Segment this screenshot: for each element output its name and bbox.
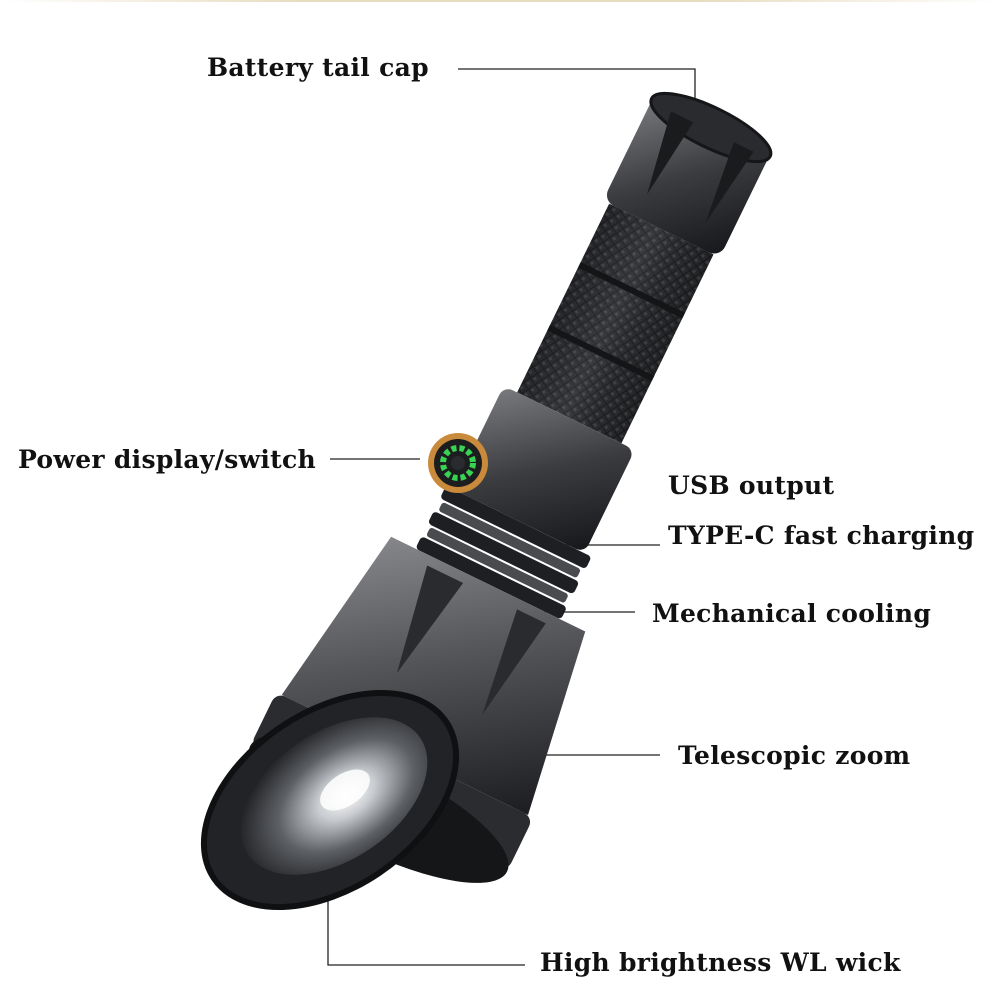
label-usb-output: USB output <box>668 471 835 500</box>
flashlight-body <box>416 91 773 619</box>
label-type-c-fast-charging: TYPE-C fast charging <box>668 521 975 550</box>
bezel <box>200 689 460 911</box>
cooling-fins <box>416 487 591 619</box>
label-telescopic-zoom: Telescopic zoom <box>678 741 911 770</box>
label-high-brightness-wick: High brightness WL wick <box>540 948 901 977</box>
label-power-display-switch: Power display/switch <box>18 445 317 474</box>
power-switch-button[interactable] <box>428 433 488 493</box>
label-battery-tail-cap: Battery tail cap <box>207 53 429 82</box>
label-mechanical-cooling: Mechanical cooling <box>652 599 932 628</box>
top-border-line <box>0 0 1000 2</box>
switch-collar <box>456 389 632 550</box>
power-indicator-led-ring <box>440 445 476 481</box>
